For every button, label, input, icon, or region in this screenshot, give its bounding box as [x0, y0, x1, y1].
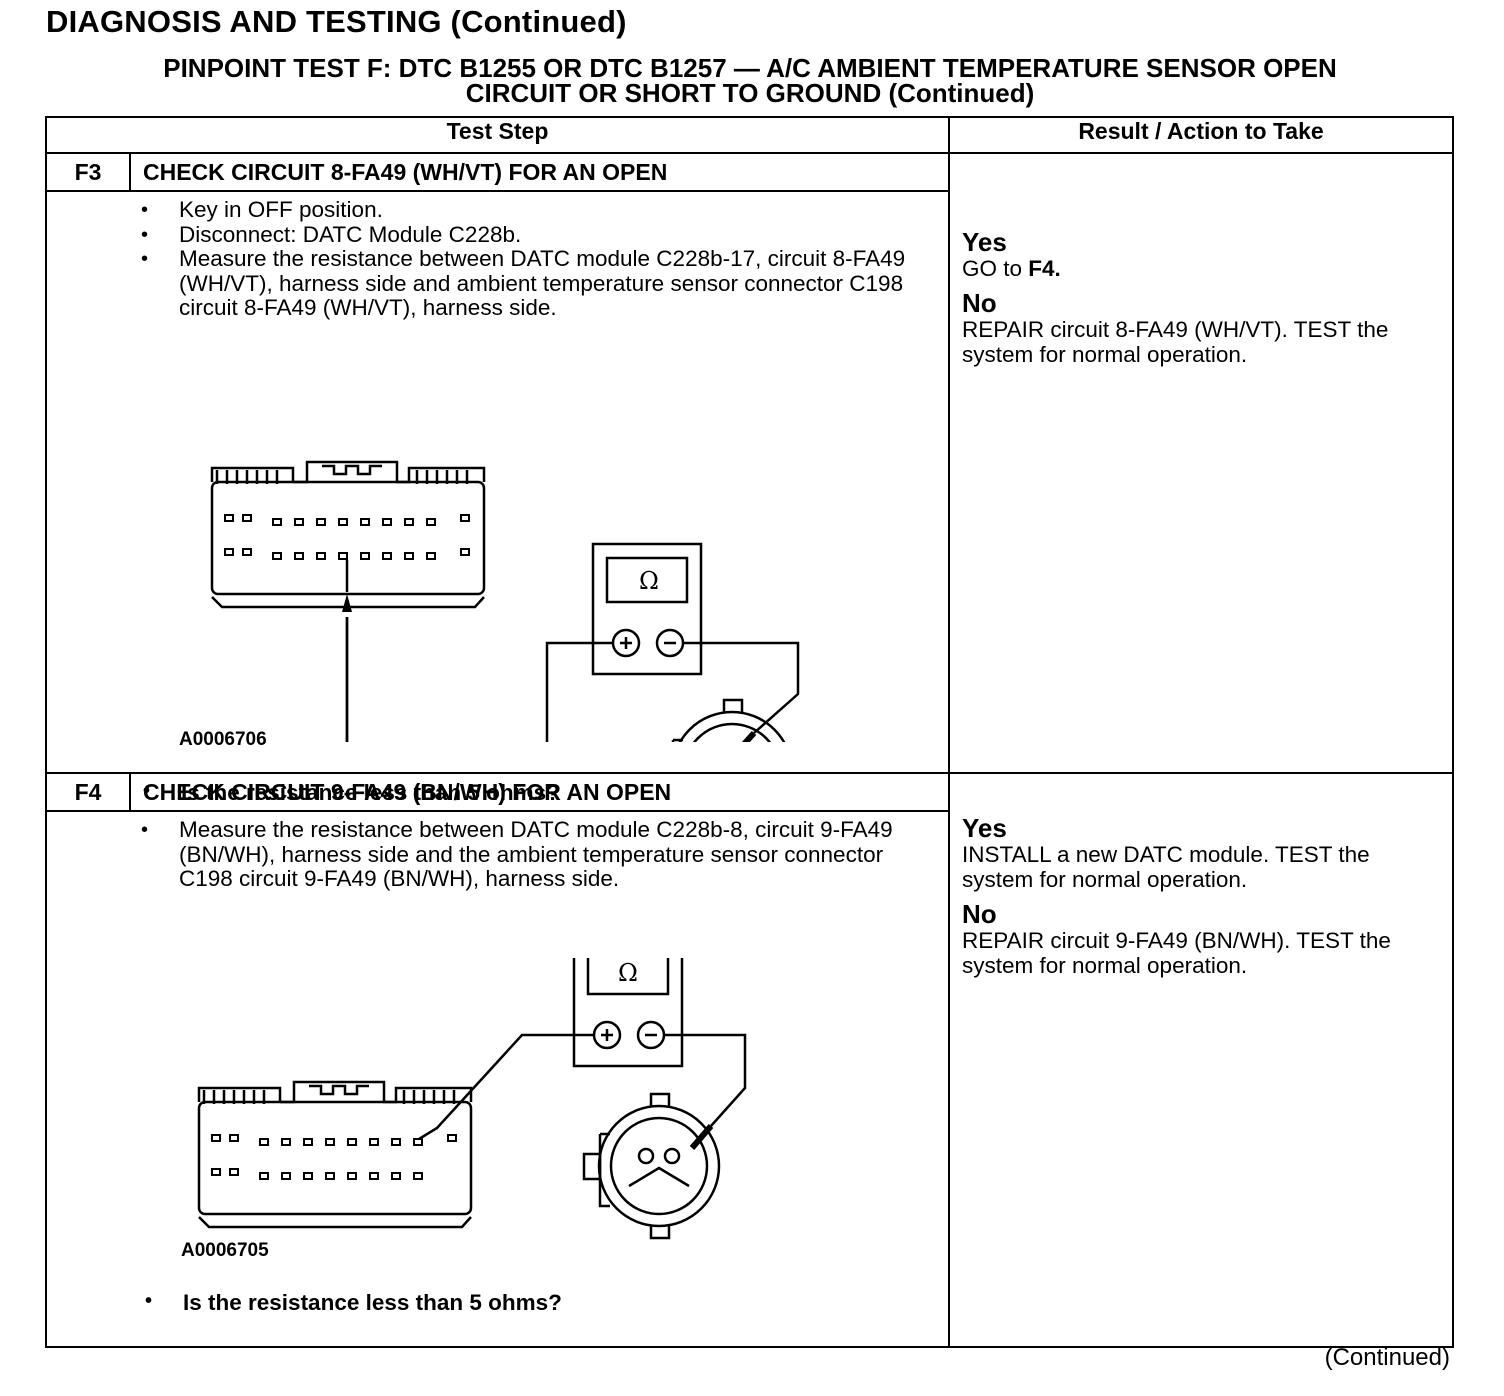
action-item: Key in OFF position. [141, 197, 948, 223]
ohm-symbol: Ω [639, 567, 659, 595]
result-f3: Yes GO to F4. No REPAIR circuit 8-FA49 (… [948, 152, 1454, 774]
step-question: Is the resistance less than 5 ohms? [145, 1290, 562, 1316]
ambient-sensor-body [597, 1104, 721, 1228]
yes-label: Yes [962, 813, 1007, 843]
action-item: Measure the resistance between DATC modu… [141, 817, 919, 892]
action-list: Measure the resistance between DATC modu… [47, 817, 948, 892]
datc-connector-body [210, 480, 486, 596]
yes-action: INSTALL a new DATC module. TEST the syst… [962, 842, 1370, 892]
action-list: Key in OFF position. Disconnect: DATC Mo… [47, 197, 948, 321]
wiring-diagram-a0006705: Ω [197, 958, 747, 1240]
test-step-f3: F3 CHECK CIRCUIT 8-FA49 (WH/VT) FOR AN O… [45, 152, 950, 805]
column-header-result: Result / Action to Take [948, 116, 1454, 154]
figure-id: A0006705 [181, 1240, 269, 1261]
action-item: Measure the resistance between DATC modu… [141, 246, 909, 321]
continued-footer: (Continued) [1324, 1344, 1450, 1371]
step-title: CHECK CIRCUIT 9-FA49 (BN/WH) FOR AN OPEN [143, 778, 672, 805]
step-header: F4 CHECK CIRCUIT 9-FA49 (BN/WH) FOR AN O… [47, 774, 948, 812]
pinpoint-test-table: Test Step Result / Action to Take F3 CHE… [45, 116, 1454, 1348]
ohmmeter-body [591, 542, 703, 676]
no-action: REPAIR circuit 8-FA49 (WH/VT). TEST the … [962, 317, 1389, 367]
ohm-symbol: Ω [618, 959, 638, 987]
yes-action: GO to F4. [962, 256, 1442, 281]
pinpoint-test-title: PINPOINT TEST F: DTC B1255 OR DTC B1257 … [60, 53, 1440, 108]
no-action: REPAIR circuit 9-FA49 (BN/WH). TEST the … [962, 928, 1391, 978]
no-label: No [962, 899, 997, 929]
yes-label: Yes [962, 227, 1007, 257]
result-f4: Yes INSTALL a new DATC module. TEST the … [948, 772, 1454, 1348]
action-item: Disconnect: DATC Module C228b. [141, 222, 948, 248]
ambient-sensor-body [678, 710, 786, 742]
datc-connector-body [197, 1100, 473, 1216]
step-id: F3 [47, 154, 131, 190]
test-step-f4: F4 CHECK CIRCUIT 9-FA49 (BN/WH) FOR AN O… [45, 772, 950, 1348]
wiring-diagram-a0006706: Ω [210, 460, 800, 742]
figure-id: A0006706 [179, 729, 267, 750]
no-label: No [962, 288, 997, 318]
page-heading: DIAGNOSIS AND TESTING (Continued) [46, 4, 627, 39]
column-header-test-step: Test Step [45, 116, 950, 154]
step-id: F4 [47, 774, 131, 810]
step-title: CHECK CIRCUIT 8-FA49 (WH/VT) FOR AN OPEN [143, 158, 668, 185]
test-title-line1: PINPOINT TEST F: DTC B1255 OR DTC B1257 … [163, 53, 1337, 83]
step-header: F3 CHECK CIRCUIT 8-FA49 (WH/VT) FOR AN O… [47, 154, 948, 192]
test-title-line2: CIRCUIT OR SHORT TO GROUND (Continued) [465, 78, 1035, 108]
yes-action-prefix: GO to [962, 256, 1029, 281]
yes-target-link[interactable]: F4. [1028, 256, 1061, 281]
ohmmeter-body [572, 958, 684, 1068]
